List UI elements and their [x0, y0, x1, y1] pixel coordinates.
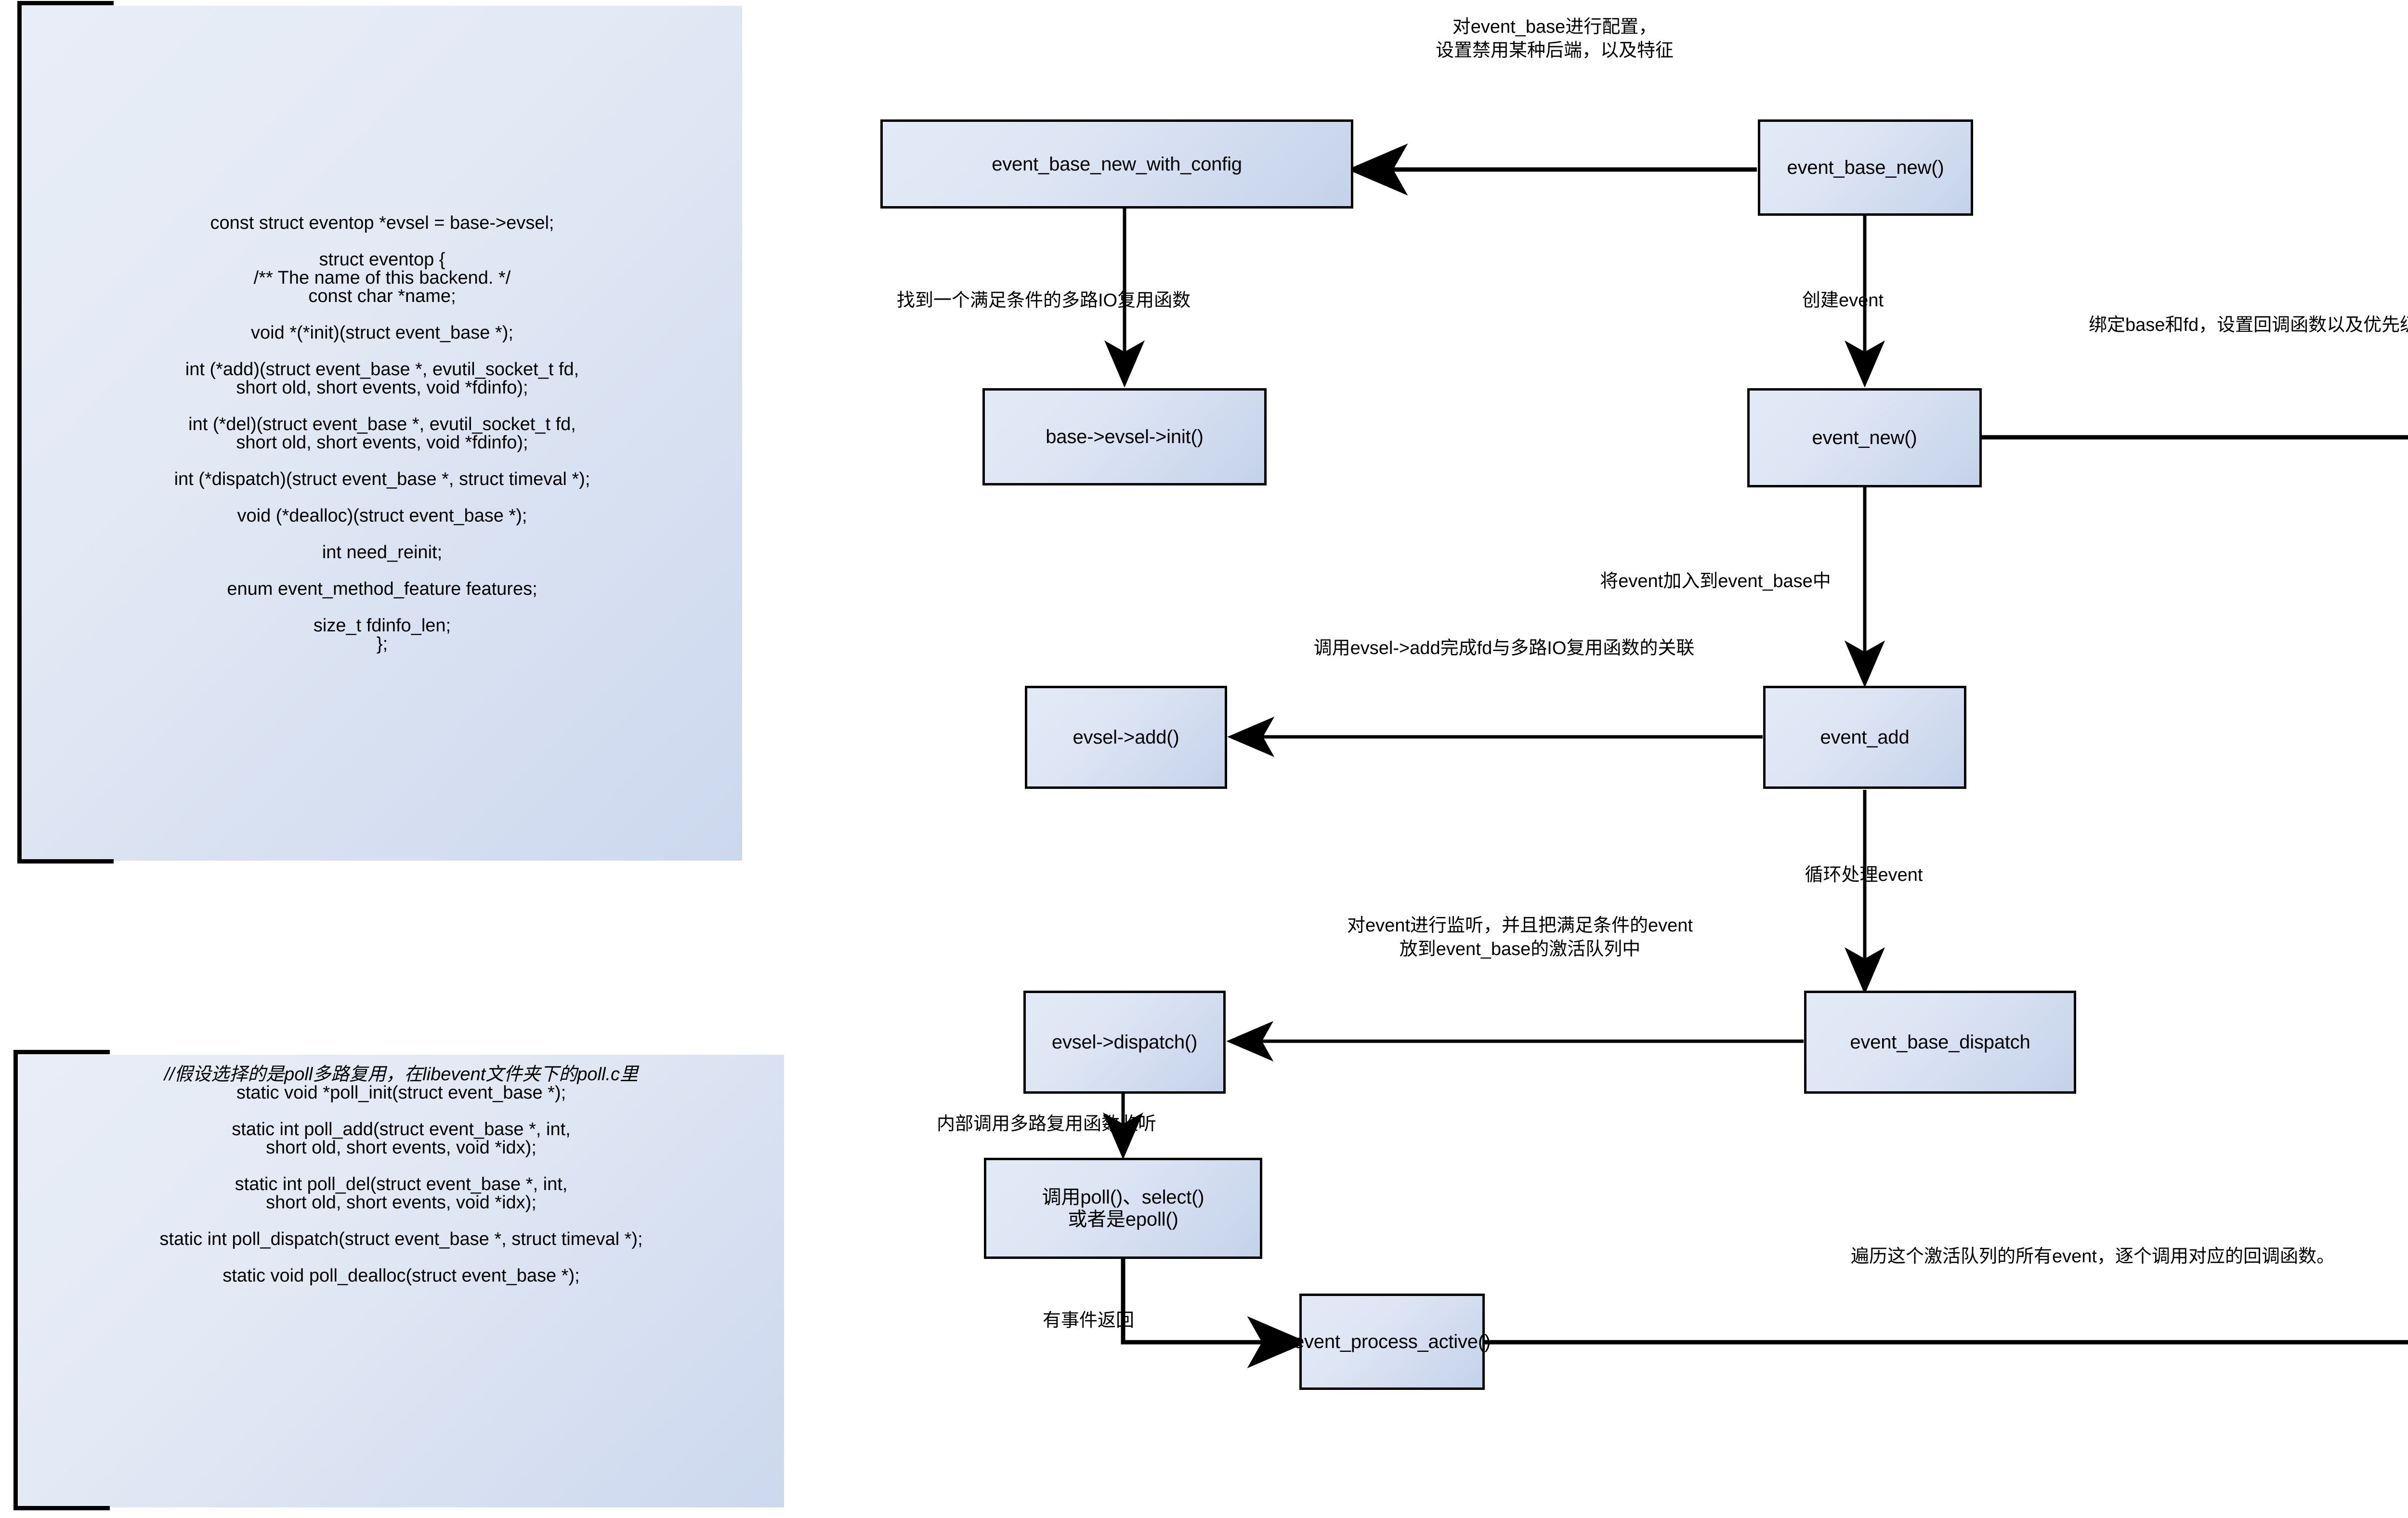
note-line: static int poll_add(struct event_base *,… [232, 1119, 571, 1139]
note-line: size_t fdinfo_len; [313, 615, 451, 636]
note-line: short old, short events, void *idx); [266, 1192, 537, 1213]
note-line: short old, short events, void *fdinfo); [236, 432, 528, 453]
label-listen-event: 对event进行监听，并且把满足条件的event 放到event_base的激活… [1347, 914, 1693, 961]
note-line: enum event_method_feature features; [227, 578, 537, 599]
note-poll-lines: //假设选择的是poll多路复用，在libevent文件夹下的poll.c里 s… [18, 1055, 784, 1518]
label-line-1: 对event进行监听，并且把满足条件的event [1347, 916, 1693, 936]
note-line: int (*add)(struct event_base *, evutil_s… [185, 359, 579, 380]
note-line: int (*del)(struct event_base *, evutil_s… [188, 414, 576, 434]
label-find-io-multiplex: 找到一个满足条件的多路IO复用函数 [897, 290, 1191, 311]
note-line: const char *name; [308, 286, 456, 306]
note-line: }; [376, 633, 388, 654]
note-eventop-struct: const struct eventop *evsel = base->evse… [17, 1, 742, 864]
note-line: static void *poll_init(struct event_base… [236, 1083, 566, 1103]
label-create-event: 创建event [1802, 290, 1884, 311]
note-line: static void poll_dealloc(struct event_ba… [222, 1266, 580, 1286]
node-event-base-dispatch[interactable]: event_base_dispatch [1804, 991, 2076, 1094]
node-event-new[interactable]: event_new() [1747, 388, 1982, 487]
note-bracket-top [17, 1, 114, 5]
note-line: static int poll_del(struct event_base *,… [235, 1174, 568, 1194]
label-event-returned: 有事件返回 [1043, 1310, 1135, 1331]
edge-poll-to-process-active [1121, 1257, 1308, 1368]
note-bracket-top [13, 1050, 110, 1054]
note-eventop-lines: const struct eventop *evsel = base->evse… [22, 6, 742, 861]
note-poll-backend: //假设选择的是poll多路复用，在libevent文件夹下的poll.c里 s… [13, 1050, 784, 1510]
label-add-event-to-base: 将event加入到event_base中 [1600, 571, 1831, 591]
poll-line-1: 调用poll()、select() [1042, 1187, 1204, 1208]
note-line: short old, short events, void *idx); [266, 1138, 537, 1158]
note-line: void (*dealloc)(struct event_base *); [237, 505, 527, 526]
label-internal-call-multiplex: 内部调用多路复用函数监听 [937, 1114, 1157, 1134]
node-evsel-dispatch[interactable]: evsel->dispatch() [1023, 991, 1226, 1094]
label-call-evsel-add: 调用evsel->add完成fd与多路IO复用函数的关联 [1313, 638, 1695, 658]
note-line: int (*dispatch)(struct event_base *, str… [174, 469, 590, 489]
node-event-base-new[interactable]: event_base_new() [1758, 119, 1973, 216]
note-line: struct eventop { [319, 249, 445, 270]
note-line: const struct eventop *evsel = base->evse… [210, 212, 554, 233]
note-line: short old, short events, void *fdinfo); [236, 377, 528, 398]
note-bracket-bottom [17, 859, 114, 864]
note-bracket-left [17, 1, 22, 864]
note-bracket-left [13, 1050, 18, 1510]
note-line: int need_reinit; [322, 542, 443, 563]
note-line: static int poll_dispatch(struct event_ba… [159, 1229, 643, 1249]
node-poll-select-epoll[interactable]: 调用poll()、select() 或者是epoll() [984, 1158, 1262, 1259]
poll-line-2: 或者是epoll() [1068, 1209, 1178, 1230]
node-evsel-add[interactable]: evsel->add() [1025, 686, 1227, 789]
node-event-process-active[interactable]: event_process_active() [1294, 1294, 1491, 1390]
note-line: /** The name of this backend. */ [253, 267, 511, 288]
node-event-add[interactable]: event_add [1763, 686, 1966, 789]
note-line: void *(*init)(struct event_base *); [251, 322, 513, 343]
label-line-2: 放到event_base的激活队列中 [1399, 939, 1641, 959]
node-base-evsel-init[interactable]: base->evsel->init() [982, 388, 1267, 485]
label-bind-base-fd: 绑定base和fd，设置回调函数以及优先级等 [2089, 315, 2408, 335]
label-loop-process-event: 循环处理event [1805, 865, 1923, 885]
label-traverse-active-queue: 遍历这个激活队列的所有event，逐个调用对应的回调函数。 [1851, 1246, 2335, 1267]
label-config-event-base: 对event_base进行配置， 设置禁用某种后端，以及特征 [1436, 15, 1674, 62]
label-line-2: 设置禁用某种后端，以及特征 [1435, 40, 1674, 61]
label-line-1: 对event_base进行配置， [1452, 17, 1657, 37]
node-event-base-new-with-config[interactable]: event_base_new_with_config [880, 119, 1353, 209]
note-line: //假设选择的是poll多路复用，在libevent文件夹下的poll.c里 [164, 1064, 638, 1085]
